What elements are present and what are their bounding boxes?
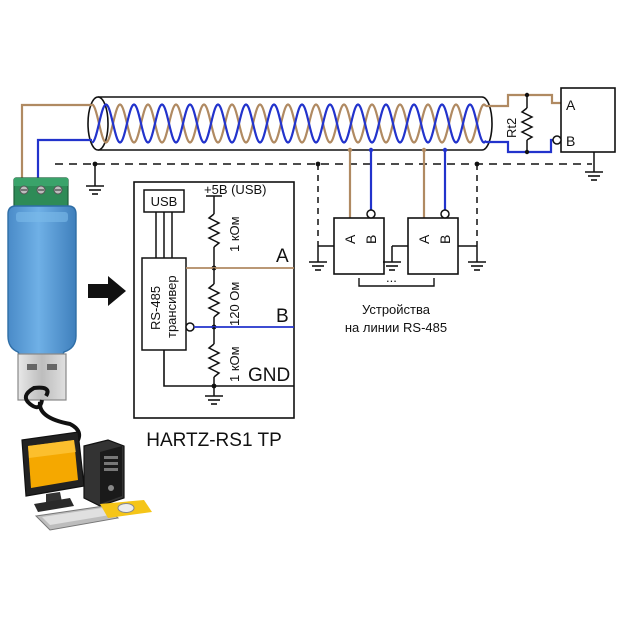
wire-b-left <box>36 138 92 183</box>
ground-icon <box>468 261 486 271</box>
ground-icon <box>86 185 104 195</box>
device-2-pin-b: B <box>437 235 453 244</box>
supply-label: +5В (USB) <box>204 182 267 197</box>
pullup-resistor-label: 1 кОм <box>227 216 242 252</box>
wire-a-left <box>20 103 92 183</box>
inverted-input-marker <box>552 135 562 145</box>
transceiver-block <box>141 257 187 351</box>
wire-b-right <box>486 138 561 154</box>
wire-a-twisted <box>91 103 487 144</box>
devices-bracket <box>358 278 435 287</box>
converter-line-gnd <box>163 350 294 387</box>
end-device-pin-a: A <box>566 97 576 113</box>
arrow-right-icon <box>88 276 126 306</box>
device-2: A B <box>407 209 459 275</box>
rt2-label: Rt2 <box>504 118 519 138</box>
end-device-pin-b: B <box>566 133 575 149</box>
converter-title: HARTZ-RS1 TP <box>146 430 282 451</box>
device-1: A B <box>333 209 385 275</box>
wire-b-twisted <box>91 103 487 144</box>
twisted-pair-cable <box>87 96 493 151</box>
converter-schematic: USB RS-485 трансивер +5В (USB) 1 кОм A 1… <box>133 181 295 419</box>
end-device: A B <box>552 87 616 181</box>
device-1-pin-a: A <box>342 234 358 244</box>
transceiver-label-1: RS-485 <box>148 286 163 330</box>
ground-icon <box>383 261 401 271</box>
devices-caption-line2: на линии RS-485 <box>345 320 447 335</box>
ground-icon <box>309 261 327 271</box>
converter-pin-b: B <box>276 306 289 327</box>
ground-icon <box>585 171 603 181</box>
usb-block-label: USB <box>151 194 178 209</box>
device-1-pin-b: B <box>363 235 379 244</box>
termination-resistor-label: 120 Ом <box>227 282 242 326</box>
transceiver-label-2: трансивер <box>164 275 179 338</box>
termination-resistor-rt2: Rt2 <box>504 92 534 155</box>
converter-pin-a: A <box>276 246 289 267</box>
converter-pin-gnd: GND <box>248 365 290 386</box>
devices-caption-line1: Устройства <box>362 302 431 317</box>
pulldown-resistor-label: 1 кОм <box>227 346 242 382</box>
device-2-pin-a: A <box>416 234 432 244</box>
devices-ellipsis: ... <box>386 270 397 285</box>
usb-adapter <box>7 177 82 452</box>
wire-a-right <box>486 93 561 108</box>
adapter-body <box>7 205 77 357</box>
computer-icon <box>21 431 152 531</box>
ground-icon <box>205 395 223 405</box>
